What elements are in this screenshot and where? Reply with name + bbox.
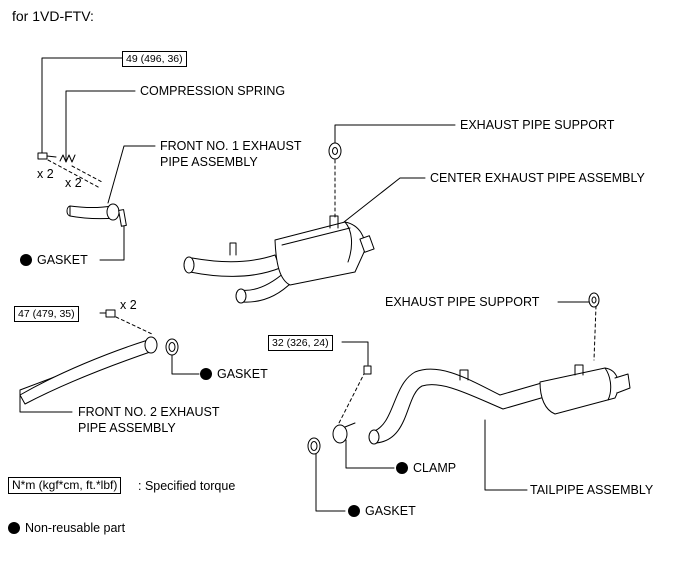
front-no1-label-line2: PIPE ASSEMBLY: [160, 155, 258, 169]
gasket-part-3: [307, 437, 321, 455]
compression-spring-label: COMPRESSION SPRING: [140, 84, 286, 98]
compression-spring-part: [59, 154, 76, 163]
torque-box-49: 49 (496, 36): [122, 51, 187, 67]
legend-torque-box: N*m (kgf*cm, ft.*lbf): [8, 477, 122, 494]
bolt-quantity: x 2: [37, 167, 54, 181]
gasket-part-2: [165, 338, 179, 356]
tailpipe-assembly: [368, 364, 631, 445]
nonreusable-dot: [200, 368, 212, 380]
gasket-label-2: GASKET: [200, 367, 268, 381]
center-exhaust-pipe-label: CENTER EXHAUST PIPE ASSEMBLY: [430, 171, 645, 185]
torque-box-32: 32 (326, 24): [268, 335, 333, 351]
tailpipe-label: TAILPIPE ASSEMBLY: [530, 483, 654, 497]
support-part-2: [588, 292, 600, 308]
nonreusable-dot: [348, 505, 360, 517]
nut-quantity: x 2: [120, 298, 137, 312]
bolt-part-3: [363, 365, 372, 375]
front-no1-label-line1: FRONT NO. 1 EXHAUST: [160, 139, 302, 153]
gasket-label-1: GASKET: [20, 253, 88, 267]
exhaust-pipe-support-label-1: EXHAUST PIPE SUPPORT: [460, 118, 615, 132]
front-no2-label-line2: PIPE ASSEMBLY: [78, 421, 176, 435]
nonreusable-dot: [396, 462, 408, 474]
diagram-heading: for 1VD-FTV:: [12, 8, 94, 24]
legend-nonreusable: Non-reusable part: [8, 521, 125, 535]
center-pipe-assembly: [183, 215, 375, 304]
front-no2-pipe: [19, 336, 158, 405]
nut-part-2: [105, 309, 116, 318]
bolt-part-1: [37, 152, 57, 160]
front-no2-label-line1: FRONT NO. 2 EXHAUST: [78, 405, 220, 419]
clamp-label: CLAMP: [396, 461, 456, 475]
assembly-dashes: [47, 159, 597, 426]
gasket-label-3: GASKET: [348, 504, 416, 518]
legend-torque-text: : Specified torque: [138, 479, 236, 493]
exhaust-pipe-support-label-2: EXHAUST PIPE SUPPORT: [385, 295, 540, 309]
gasket-part-1: [118, 209, 127, 227]
spring-quantity: x 2: [65, 176, 82, 190]
support-part-1: [328, 142, 342, 160]
front-no1-pipe: [66, 203, 120, 221]
clamp-part: [332, 422, 356, 444]
leader-lines: [19, 57, 591, 512]
nonreusable-dot: [8, 522, 20, 534]
torque-box-47: 47 (479, 35): [14, 306, 79, 322]
nonreusable-dot: [20, 254, 32, 266]
